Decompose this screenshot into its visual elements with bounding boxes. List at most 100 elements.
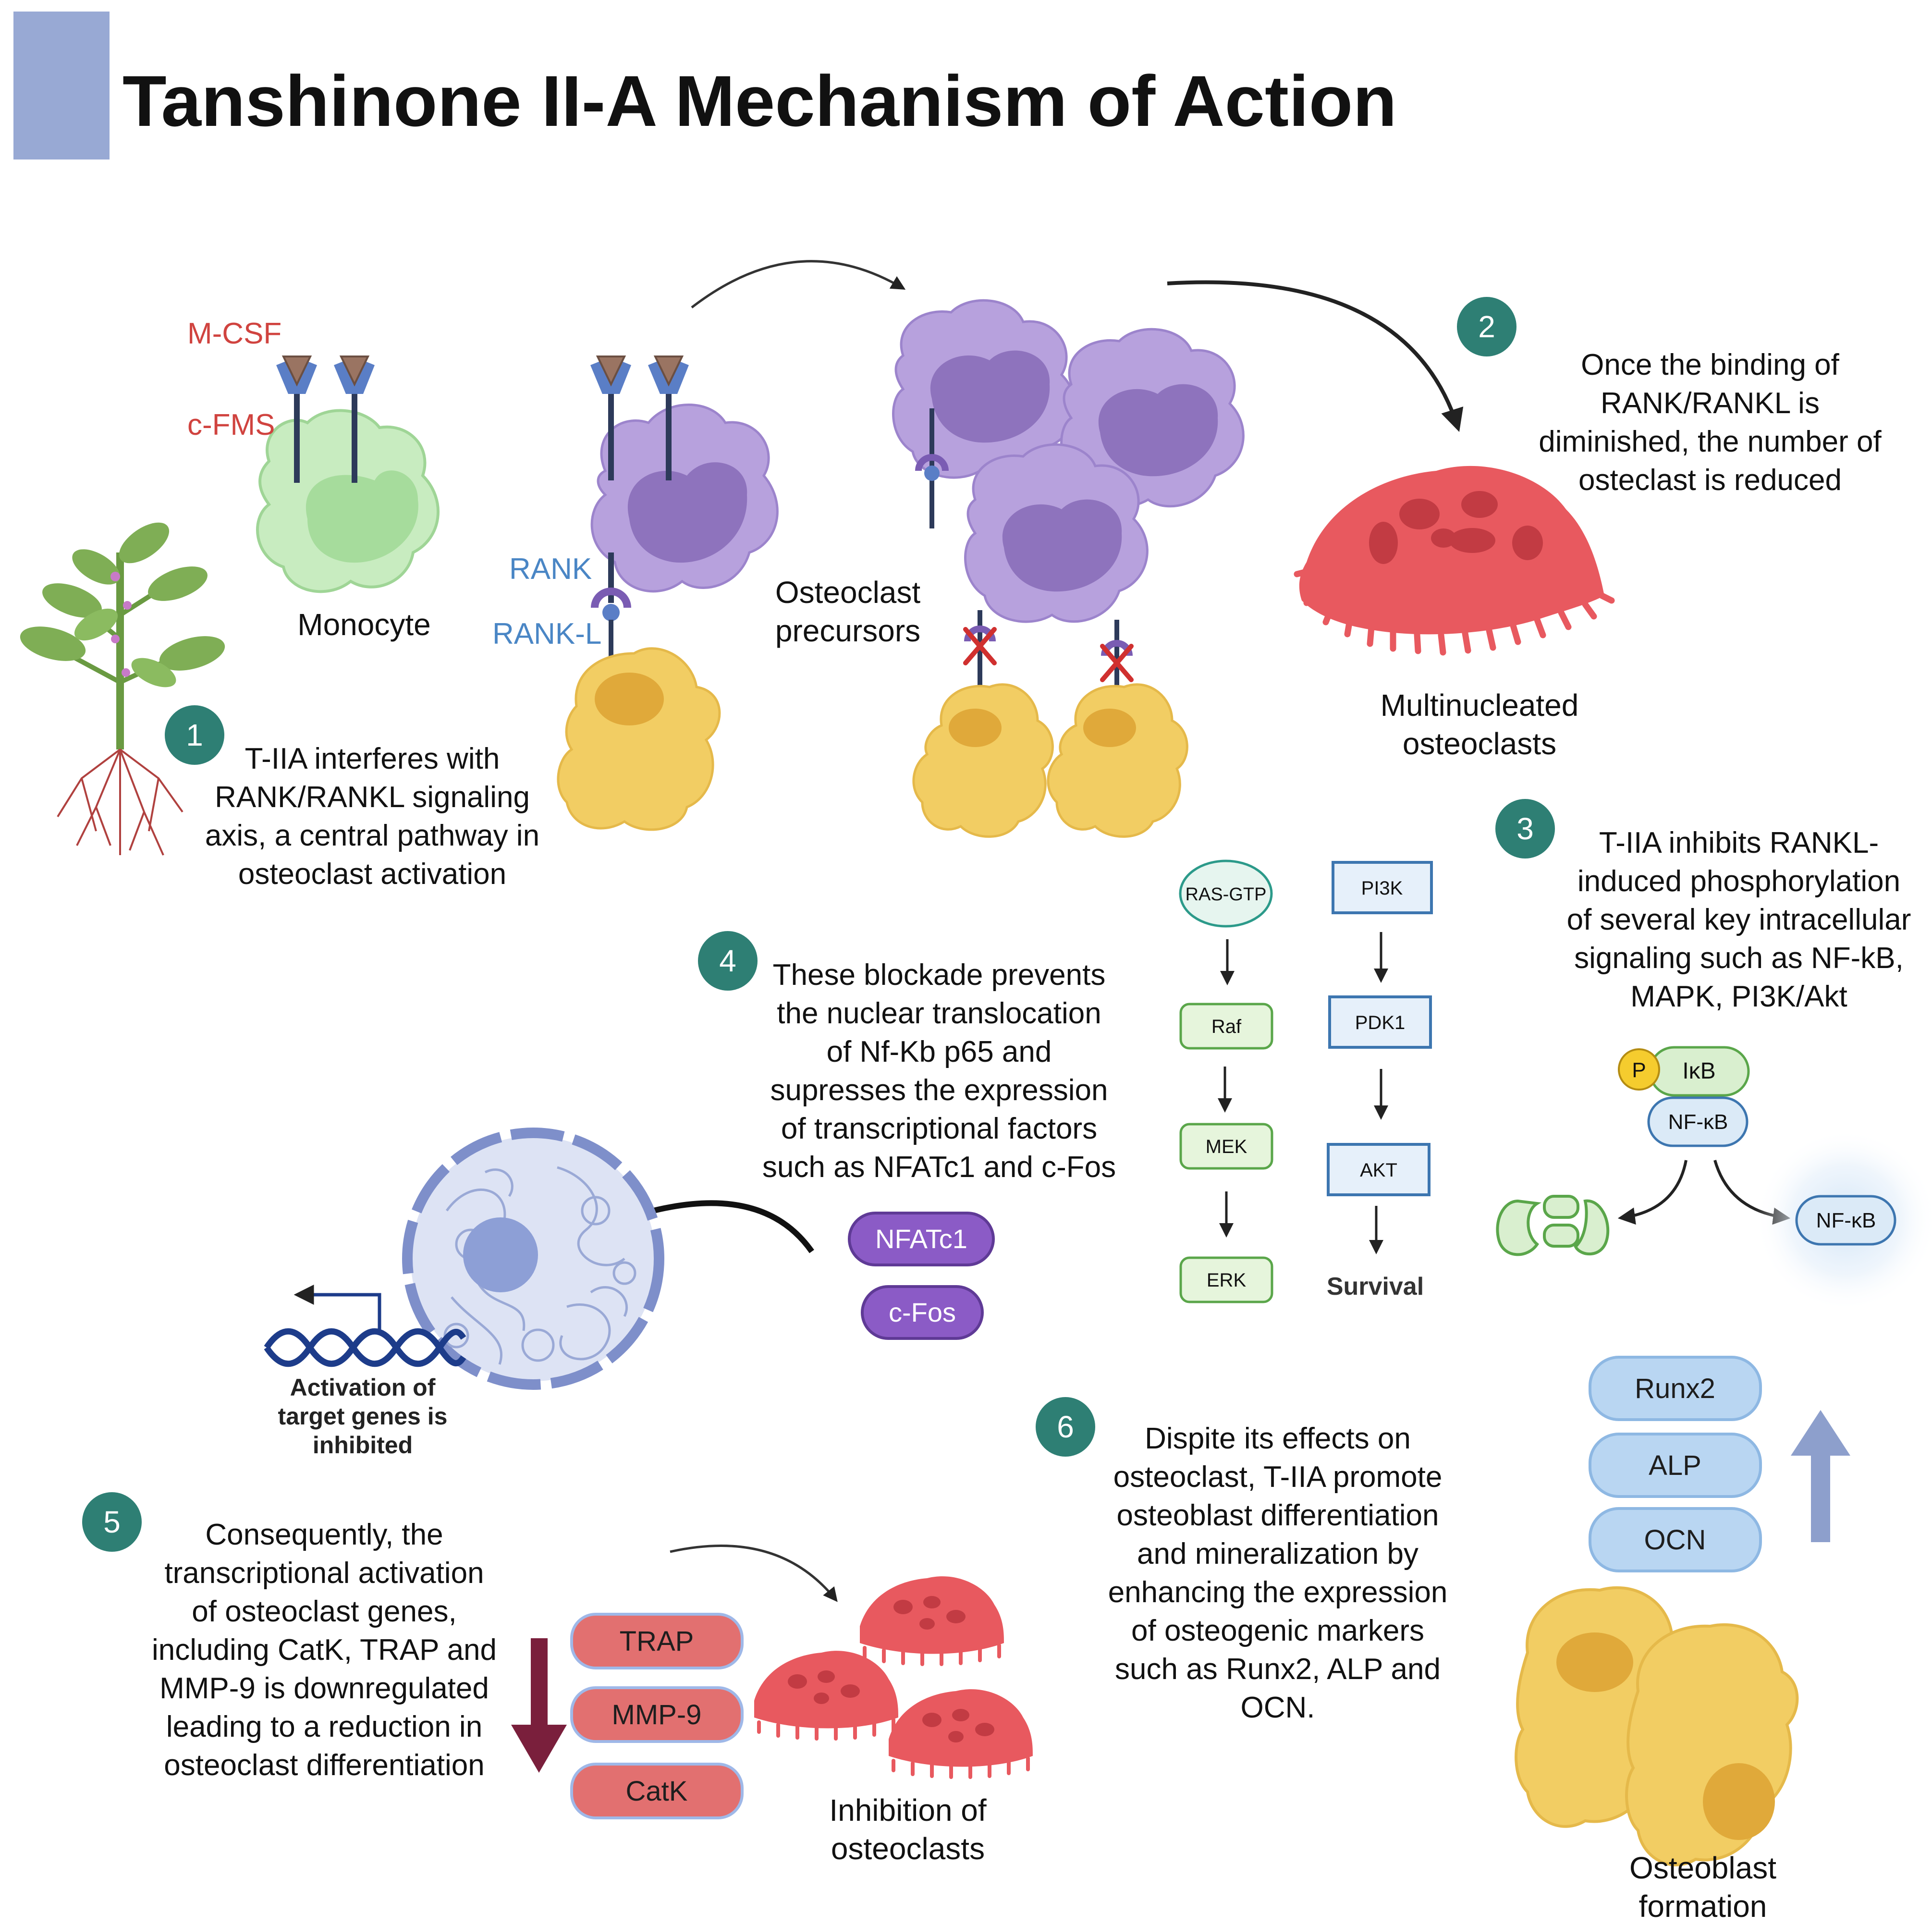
svg-text:T-IIA inhibits RANKL-: T-IIA inhibits RANKL- [1599,826,1879,859]
inhibited-osteoclasts [754,1576,1033,1779]
svg-text:induced phosphorylation: induced phosphorylation [1577,865,1900,898]
svg-text:5: 5 [103,1505,121,1539]
step-badge-2: 2 [1454,294,1519,359]
arrow-to-inhibited-osteoclasts [670,1545,838,1602]
pdk1-node [1328,995,1432,1049]
step-text-4: These blockade prevents the nuclear tran… [762,958,1116,1184]
multinucleated-label-2: osteoclasts [1403,726,1556,761]
svg-text:leading to a reduction in: leading to a reduction in [166,1710,482,1743]
mmp9-box [570,1686,744,1743]
step-text-6: Dispite its effects on osteoclast, T-IIA… [1108,1422,1448,1724]
svg-text:axis, a central pathway in: axis, a central pathway in [205,819,539,852]
svg-text:supresses the expression: supresses the expression [770,1074,1108,1107]
svg-text:inhibited: inhibited [313,1432,413,1459]
svg-text:of Nf-Kb p65 and: of Nf-Kb p65 and [827,1035,1052,1068]
erk-label: ERK [1207,1270,1247,1291]
svg-text:1: 1 [186,718,203,752]
step-badge-6: 6 [1033,1394,1098,1460]
erk-node [1179,1256,1273,1303]
raf-label: Raf [1211,1016,1242,1037]
mcsf-ligand-icon [281,356,370,387]
step-text-5: Consequently, the transcriptional activa… [152,1518,497,1782]
multinucleated-label-1: Multinucleated [1381,688,1579,723]
osteogenic-markers: Runx2 ALP OCN [1589,1356,1762,1572]
trap-box [570,1613,744,1669]
svg-text:enhancing the expression: enhancing the expression [1108,1576,1448,1609]
precursors-label-2: precursors [775,613,920,648]
svg-text:RANK/RANKL is: RANK/RANKL is [1601,387,1820,420]
nfkb-complex: IκB P NF-κB [1617,1046,1791,1225]
monocyte-cell [256,409,440,593]
svg-text:diminished, the number of: diminished, the number of [1539,425,1882,458]
rank-label: RANK [509,552,592,586]
rankl-label: RANK-L [492,617,601,650]
precursors-label-1: Osteoclast [775,575,921,610]
nfkb-free-label: NF-κB [1816,1209,1876,1232]
svg-text:such as NFATc1 and c-Fos: such as NFATc1 and c-Fos [762,1151,1116,1184]
svg-text:Dispite its effects on: Dispite its effects on [1145,1422,1411,1455]
akt-label: AKT [1360,1160,1397,1181]
nfatc1-pill [848,1212,995,1266]
runx2-label: Runx2 [1635,1373,1715,1404]
nfatc1-label: NFATc1 [875,1224,967,1254]
catk-box [570,1763,744,1819]
catk-label: CatK [626,1776,688,1807]
svg-text:including CatK, TRAP and: including CatK, TRAP and [152,1633,497,1667]
step-badge-1: 1 [162,702,227,768]
svg-text:4: 4 [719,944,736,978]
ocn-box [1589,1507,1762,1572]
rank-receptor-icon [591,552,631,608]
ras-gtp-label: RAS-GTP [1186,884,1267,905]
svg-text:the nuclear translocation: the nuclear translocation [777,997,1101,1030]
svg-text:2: 2 [1478,309,1495,344]
osteoblast-formation-label-1: Osteoblast [1629,1851,1776,1885]
precursor-cluster [892,299,1245,623]
osteoclast-genes: TRAP MMP-9 CatK [570,1613,744,1819]
svg-text:Once the binding of: Once the binding of [1581,348,1839,381]
pdk1-label: PDK1 [1355,1012,1406,1033]
rankl-ligand-icon [602,604,620,658]
title-accent-bar [13,12,110,159]
page-title: Tanshinone II-A Mechanism of Action [122,61,1397,141]
svg-text:Consequently, the: Consequently, the [205,1518,443,1551]
down-arrow [511,1638,567,1773]
dna-icon [264,1285,466,1367]
mcsf-label: M-CSF [187,317,281,350]
monocyte-label: Monocyte [297,607,430,642]
nfkb-free-node [1795,1195,1896,1246]
svg-text:of osteoclast genes,: of osteoclast genes, [192,1595,456,1628]
degraded-ikb-icon [1496,1195,1610,1256]
svg-text:target genes is: target genes is [278,1403,448,1430]
svg-text:6: 6 [1057,1410,1074,1444]
inhibition-label-2: osteoclasts [831,1831,985,1866]
osteoblast-pair [912,683,1188,838]
cluster-rank-receptor-icon [915,408,949,528]
svg-text:T-IIA interferes with: T-IIA interferes with [245,742,500,775]
nucleolus [463,1217,538,1292]
svg-text:3: 3 [1516,811,1534,846]
step-badge-5: 5 [79,1489,145,1555]
svg-text:osteoclast, T-IIA promote: osteoclast, T-IIA promote [1113,1460,1443,1494]
cfos-pill [861,1285,984,1340]
activation-label: Activation of target genes is inhibited [278,1374,448,1459]
svg-text:MAPK, PI3K/Akt: MAPK, PI3K/Akt [1630,980,1847,1013]
cfms-receptor-icon [276,361,375,483]
svg-text:osteoblast differentiation: osteoblast differentiation [1117,1499,1439,1532]
pi3k-pathway: PI3K PDK1 AKT Survival [1327,861,1433,1300]
svg-text:and mineralization by: and mineralization by [1137,1537,1418,1570]
inhibition-label-1: Inhibition of [829,1793,987,1828]
svg-text:of transcriptional factors: of transcriptional factors [781,1112,1097,1145]
ocn-label: OCN [1644,1524,1706,1556]
cfos-label: c-Fos [889,1297,956,1327]
alp-label: ALP [1649,1450,1701,1481]
raf-node [1179,1003,1273,1050]
alp-box [1589,1433,1762,1498]
mmp9-label: MMP-9 [612,1699,702,1730]
mek-label: MEK [1206,1136,1247,1157]
svg-text:such as Runx2, ALP and: such as Runx2, ALP and [1115,1653,1441,1686]
svg-text:of several key intracellular: of several key intracellular [1567,903,1911,936]
pi3k-node [1332,861,1433,914]
multinucleated-osteoclast [1294,466,1615,656]
nfkb-label: NF-κB [1668,1110,1728,1134]
